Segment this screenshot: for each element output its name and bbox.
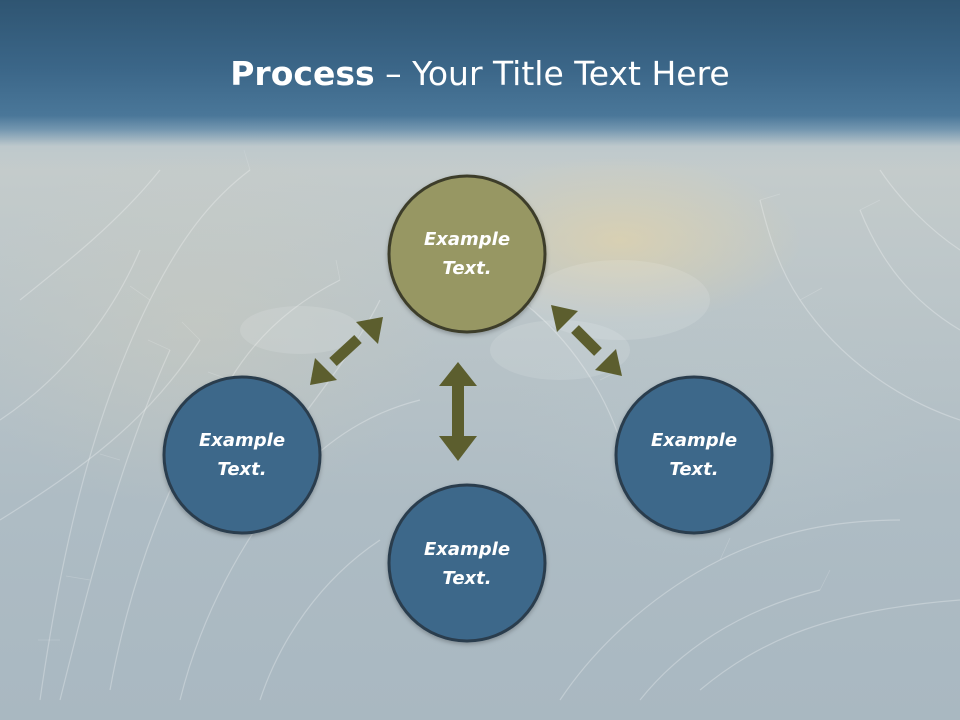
node-left-line1: Example — [198, 430, 286, 451]
title-bold: Process — [230, 54, 375, 93]
node-left-circle — [162, 375, 322, 535]
node-right-line2: Text. — [669, 459, 719, 480]
arrow-top-right — [551, 305, 622, 376]
node-right-label: Example Text. — [619, 426, 769, 484]
node-top-label: Example Text. — [392, 225, 542, 283]
node-top-line2: Text. — [442, 258, 492, 279]
node-bottom-line2: Text. — [442, 568, 492, 589]
node-bottom-circle — [387, 483, 547, 643]
node-top-circle — [387, 174, 547, 334]
title-rest: – Your Title Text Here — [374, 54, 730, 93]
arrow-top-left — [310, 317, 383, 385]
node-left-line2: Text. — [217, 459, 267, 480]
slide-title: Process – Your Title Text Here — [0, 52, 960, 96]
node-right-line1: Example — [650, 430, 738, 451]
node-bottom-line1: Example — [423, 539, 511, 560]
node-bottom-label: Example Text. — [392, 535, 542, 593]
node-top-line1: Example — [423, 229, 511, 250]
node-right-circle — [614, 375, 774, 535]
node-left-label: Example Text. — [167, 426, 317, 484]
arrow-top-bottom — [439, 362, 477, 461]
title-band — [0, 0, 960, 170]
